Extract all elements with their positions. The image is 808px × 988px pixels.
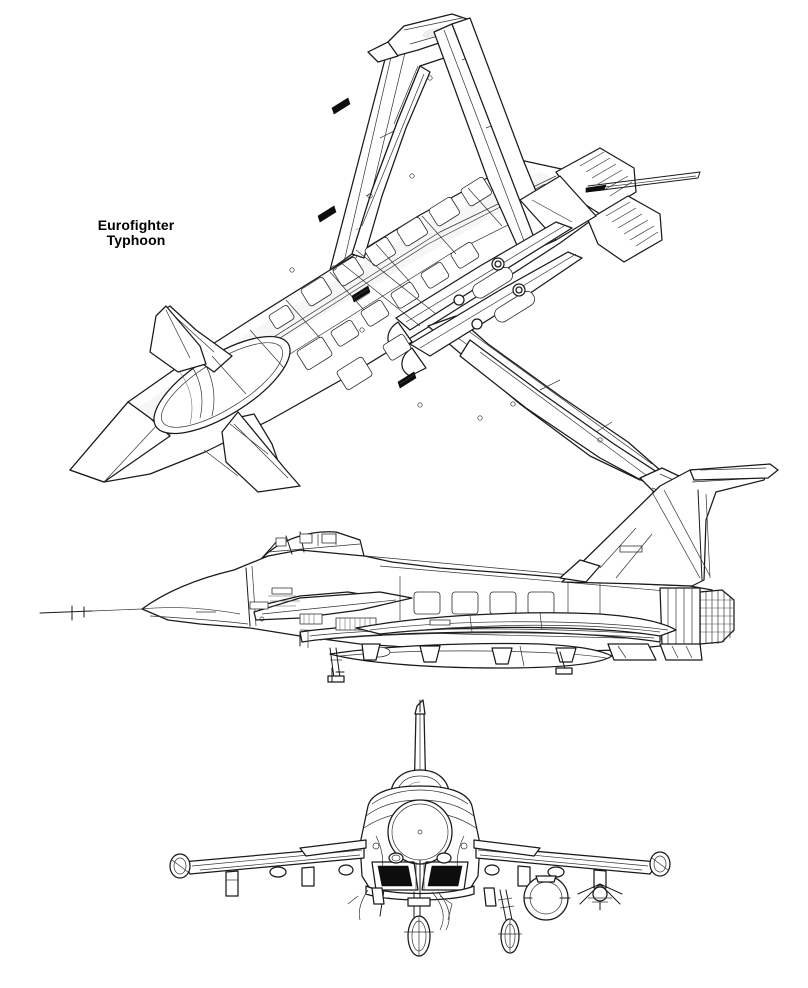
plan-fuselage — [70, 160, 620, 482]
side-nose-markings — [196, 602, 268, 621]
side-stencil-lines — [268, 588, 300, 606]
caption-line-1: Eurofighter — [97, 217, 175, 233]
plan-access-panels — [212, 176, 502, 394]
front-gear-braces — [348, 896, 452, 920]
plan-wing-right — [428, 316, 706, 504]
side-canopy — [262, 532, 364, 558]
side-tail-details — [560, 560, 656, 660]
caption-line-2: Typhoon — [106, 232, 166, 248]
plan-canard-left-surface — [150, 306, 206, 372]
front-canards — [300, 840, 540, 856]
front-nose-gear — [404, 892, 449, 956]
plan-vents — [317, 97, 417, 389]
front-drop-tank — [524, 876, 570, 920]
front-wing-pylons — [226, 865, 606, 896]
side-pitot-probe — [40, 606, 142, 620]
front-irst-sensor — [389, 853, 451, 863]
plan-centreline-stores — [388, 222, 582, 376]
plan-exhaust-nozzles — [520, 148, 662, 262]
front-wingtip-pod-left — [170, 854, 190, 878]
front-wingtip-pod-right — [650, 852, 670, 876]
drawing-caption: Eurofighter Typhoon — [72, 218, 200, 248]
side-main-gear — [556, 652, 572, 674]
side-datum-mark — [332, 668, 344, 682]
front-main-gear-right — [484, 888, 522, 953]
side-view — [40, 464, 778, 682]
front-main-gear-left — [359, 888, 390, 920]
plan-hardpoints — [454, 258, 525, 329]
plan-fastener-dots — [290, 76, 602, 442]
side-exhaust-nozzle — [660, 588, 734, 646]
plan-wing-root-details — [204, 250, 436, 476]
side-nozzle-petals — [700, 590, 734, 644]
plan-flaperon-left — [352, 66, 430, 258]
plan-tail-sting — [586, 172, 700, 192]
side-wing — [356, 613, 676, 636]
plan-nozzle-petals-lower — [606, 202, 658, 246]
front-view — [170, 700, 670, 956]
side-access-panels — [400, 576, 600, 622]
side-canard-surface — [254, 592, 412, 620]
side-vertical-fin — [562, 464, 778, 586]
front-missile-headon — [578, 884, 622, 910]
plan-canard-right-surface — [222, 412, 300, 492]
plan-view — [70, 14, 706, 504]
side-ventral-details — [660, 644, 702, 660]
side-underwing-pylons — [362, 644, 576, 664]
front-intakes — [366, 860, 474, 900]
plan-wingtip-pod-left — [368, 14, 470, 62]
